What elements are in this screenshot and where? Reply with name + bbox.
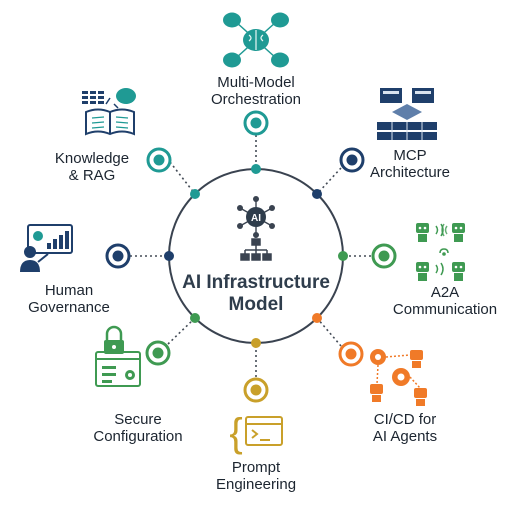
connector-secure [167,317,196,345]
ring-dot-human [164,251,174,261]
label-human-line2: Governance [28,299,110,316]
target-node-mcp[interactable] [339,147,365,173]
label-multi-model: Multi-Model Orchestration [196,74,316,108]
server-architecture-icon [377,88,437,140]
label-a2a-line1: A2A [430,284,460,301]
ring-dot-prompt [251,338,261,348]
lock-settings-icon [95,325,141,387]
ring-dot-knowledge [190,189,200,199]
label-secure-line2: Configuration [93,428,183,445]
ring-dot-mcp [312,189,322,199]
label-multi-model-line1: Multi-Model [217,74,295,91]
label-knowledge-line1: Knowledge [54,150,130,167]
label-human-line1: Human [44,282,94,299]
ai-network-icon: AI [237,196,275,238]
label-prompt-line1: Prompt [231,459,281,476]
target-node-multi-model[interactable] [243,110,269,136]
target-node-knowledge[interactable] [146,147,172,173]
brain-network-icon [223,12,289,68]
label-knowledge: Knowledge & RAG [42,150,142,184]
target-node-a2a[interactable] [371,243,397,269]
label-secure-line1: Secure [114,411,162,428]
label-cicd-line1: CI/CD for [373,411,437,428]
connector-knowledge [169,161,196,195]
ring-dots [164,164,348,348]
book-brain-icon [82,88,136,136]
presenter-dashboard-icon [20,224,73,272]
label-knowledge-line2: & RAG [68,167,116,184]
label-mcp: MCP Architecture [360,147,460,181]
center-title: AI Infrastructure Model [166,272,346,316]
ring-dot-multi-model [251,164,261,174]
connector-cicd [316,317,342,347]
svg-text:{: { [229,411,242,455]
label-cicd-line2: AI Agents [372,428,438,445]
target-node-secure[interactable] [145,340,171,366]
ring-dot-a2a [338,251,348,261]
ai-badge-text: AI [251,213,261,224]
label-mcp-line2: Architecture [369,164,451,181]
target-node-prompt[interactable] [243,377,269,403]
ring-dot-secure [190,313,200,323]
center-title-line2: Model [228,294,284,315]
label-multi-model-line2: Orchestration [210,91,302,108]
label-mcp-line1: MCP [393,147,427,164]
label-prompt-line2: Engineering [215,476,297,493]
ring-dot-cicd [312,313,322,323]
label-a2a: A2A Communication [384,284,506,318]
code-brackets-icon: { [229,411,283,455]
target-node-cicd[interactable] [338,341,364,367]
label-prompt: Prompt Engineering [206,459,306,493]
center-title-line1: AI Infrastructure [182,272,330,293]
label-secure: Secure Configuration [78,411,198,445]
label-a2a-line2: Communication [392,301,498,318]
connector-lines [130,135,371,377]
target-node-human[interactable] [105,243,131,269]
label-human: Human Governance [14,282,124,316]
label-cicd: CI/CD for AI Agents [355,411,455,445]
robot-network-icon [416,223,465,281]
hierarchy-icon [240,238,272,261]
gear-robot-icon [370,349,427,406]
connector-mcp [316,167,342,195]
